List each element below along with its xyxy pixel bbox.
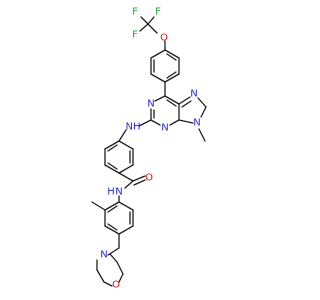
bond-n9-methyl: [198, 128, 206, 142]
bond-ring1-inner: [166, 71, 177, 79]
bond-ring3-inner: [107, 205, 118, 213]
atom-f3: F: [132, 30, 138, 41]
bond-ring3: [118, 225, 134, 235]
bond-carbonyl-o: [132, 175, 146, 182]
bond-ring1: [164, 73, 180, 83]
bond-purine5: [200, 106, 207, 118]
atom-h-amide: H: [107, 187, 115, 198]
bond-purine6: [169, 119, 180, 126]
atom-f1: F: [132, 7, 138, 18]
bond-f2-c: [147, 16, 155, 25]
bond-purine5: [197, 97, 207, 108]
bond-ring2: [118, 140, 134, 150]
bond-ring2: [118, 164, 134, 174]
bond-morpholine: [109, 253, 118, 263]
bond-c2-nh: [138, 119, 152, 127]
bond-ring2: [104, 140, 120, 150]
bond-morpholine: [103, 281, 113, 287]
atom-n-amide: N: [115, 187, 122, 198]
bond-ring3: [104, 201, 120, 211]
bond-morpholine: [116, 261, 124, 275]
atom-n-pyrimidine-2: N: [161, 123, 168, 134]
atom-o-morpholine: O: [112, 280, 120, 291]
bond-nh-aryl: [118, 129, 127, 142]
bond-ring1: [164, 49, 180, 59]
bond-purine5: [178, 119, 194, 124]
atom-n-pyrimidine-1: N: [147, 99, 154, 110]
bond-aryl-carbonyl: [118, 172, 134, 182]
bond-morpholine: [96, 269, 105, 283]
bond-ring1: [150, 73, 166, 83]
atom-o-carbonyl: O: [145, 173, 153, 184]
bond-ring2-inner: [107, 144, 118, 152]
bond-f3-c: [139, 23, 149, 32]
atom-n-morpholine: N: [100, 250, 107, 261]
molecule-structure: F F F O N N N N NH O N H N O: [91, 7, 207, 291]
bond-morpholine: [118, 273, 124, 283]
bond-purine5-inner: [181, 100, 192, 108]
atoms-layer: F F F O N N N N NH O N H N O: [100, 7, 200, 291]
bond-ring3-inner: [107, 223, 118, 231]
bond-purine6: [154, 95, 166, 102]
bond-ring3: [118, 201, 134, 211]
bond-ring2-inner: [107, 162, 118, 170]
bond-purine5: [178, 96, 191, 105]
bond-ring3: [104, 225, 120, 235]
bond-methyl: [91, 201, 106, 211]
atom-f2: F: [155, 7, 161, 18]
bond-c-o: [147, 23, 158, 34]
bond-purine6: [164, 95, 180, 105]
atom-nh-amine: NH: [126, 122, 141, 133]
bond-f1-c: [140, 16, 149, 25]
bond-ring1-inner: [166, 53, 177, 61]
bonds-layer: [91, 16, 207, 287]
bond-purine6: [150, 119, 161, 126]
atom-n9: N: [193, 118, 200, 129]
atom-o-ether: O: [160, 33, 168, 44]
bond-carbonyl-o-double: [133, 179, 146, 186]
bond-ring2: [104, 164, 120, 174]
bond-carbonyl-nh: [124, 180, 134, 189]
bond-purine6-inner: [166, 99, 177, 107]
bond-ring1: [150, 49, 166, 59]
atom-n-imidazole: N: [190, 89, 197, 100]
